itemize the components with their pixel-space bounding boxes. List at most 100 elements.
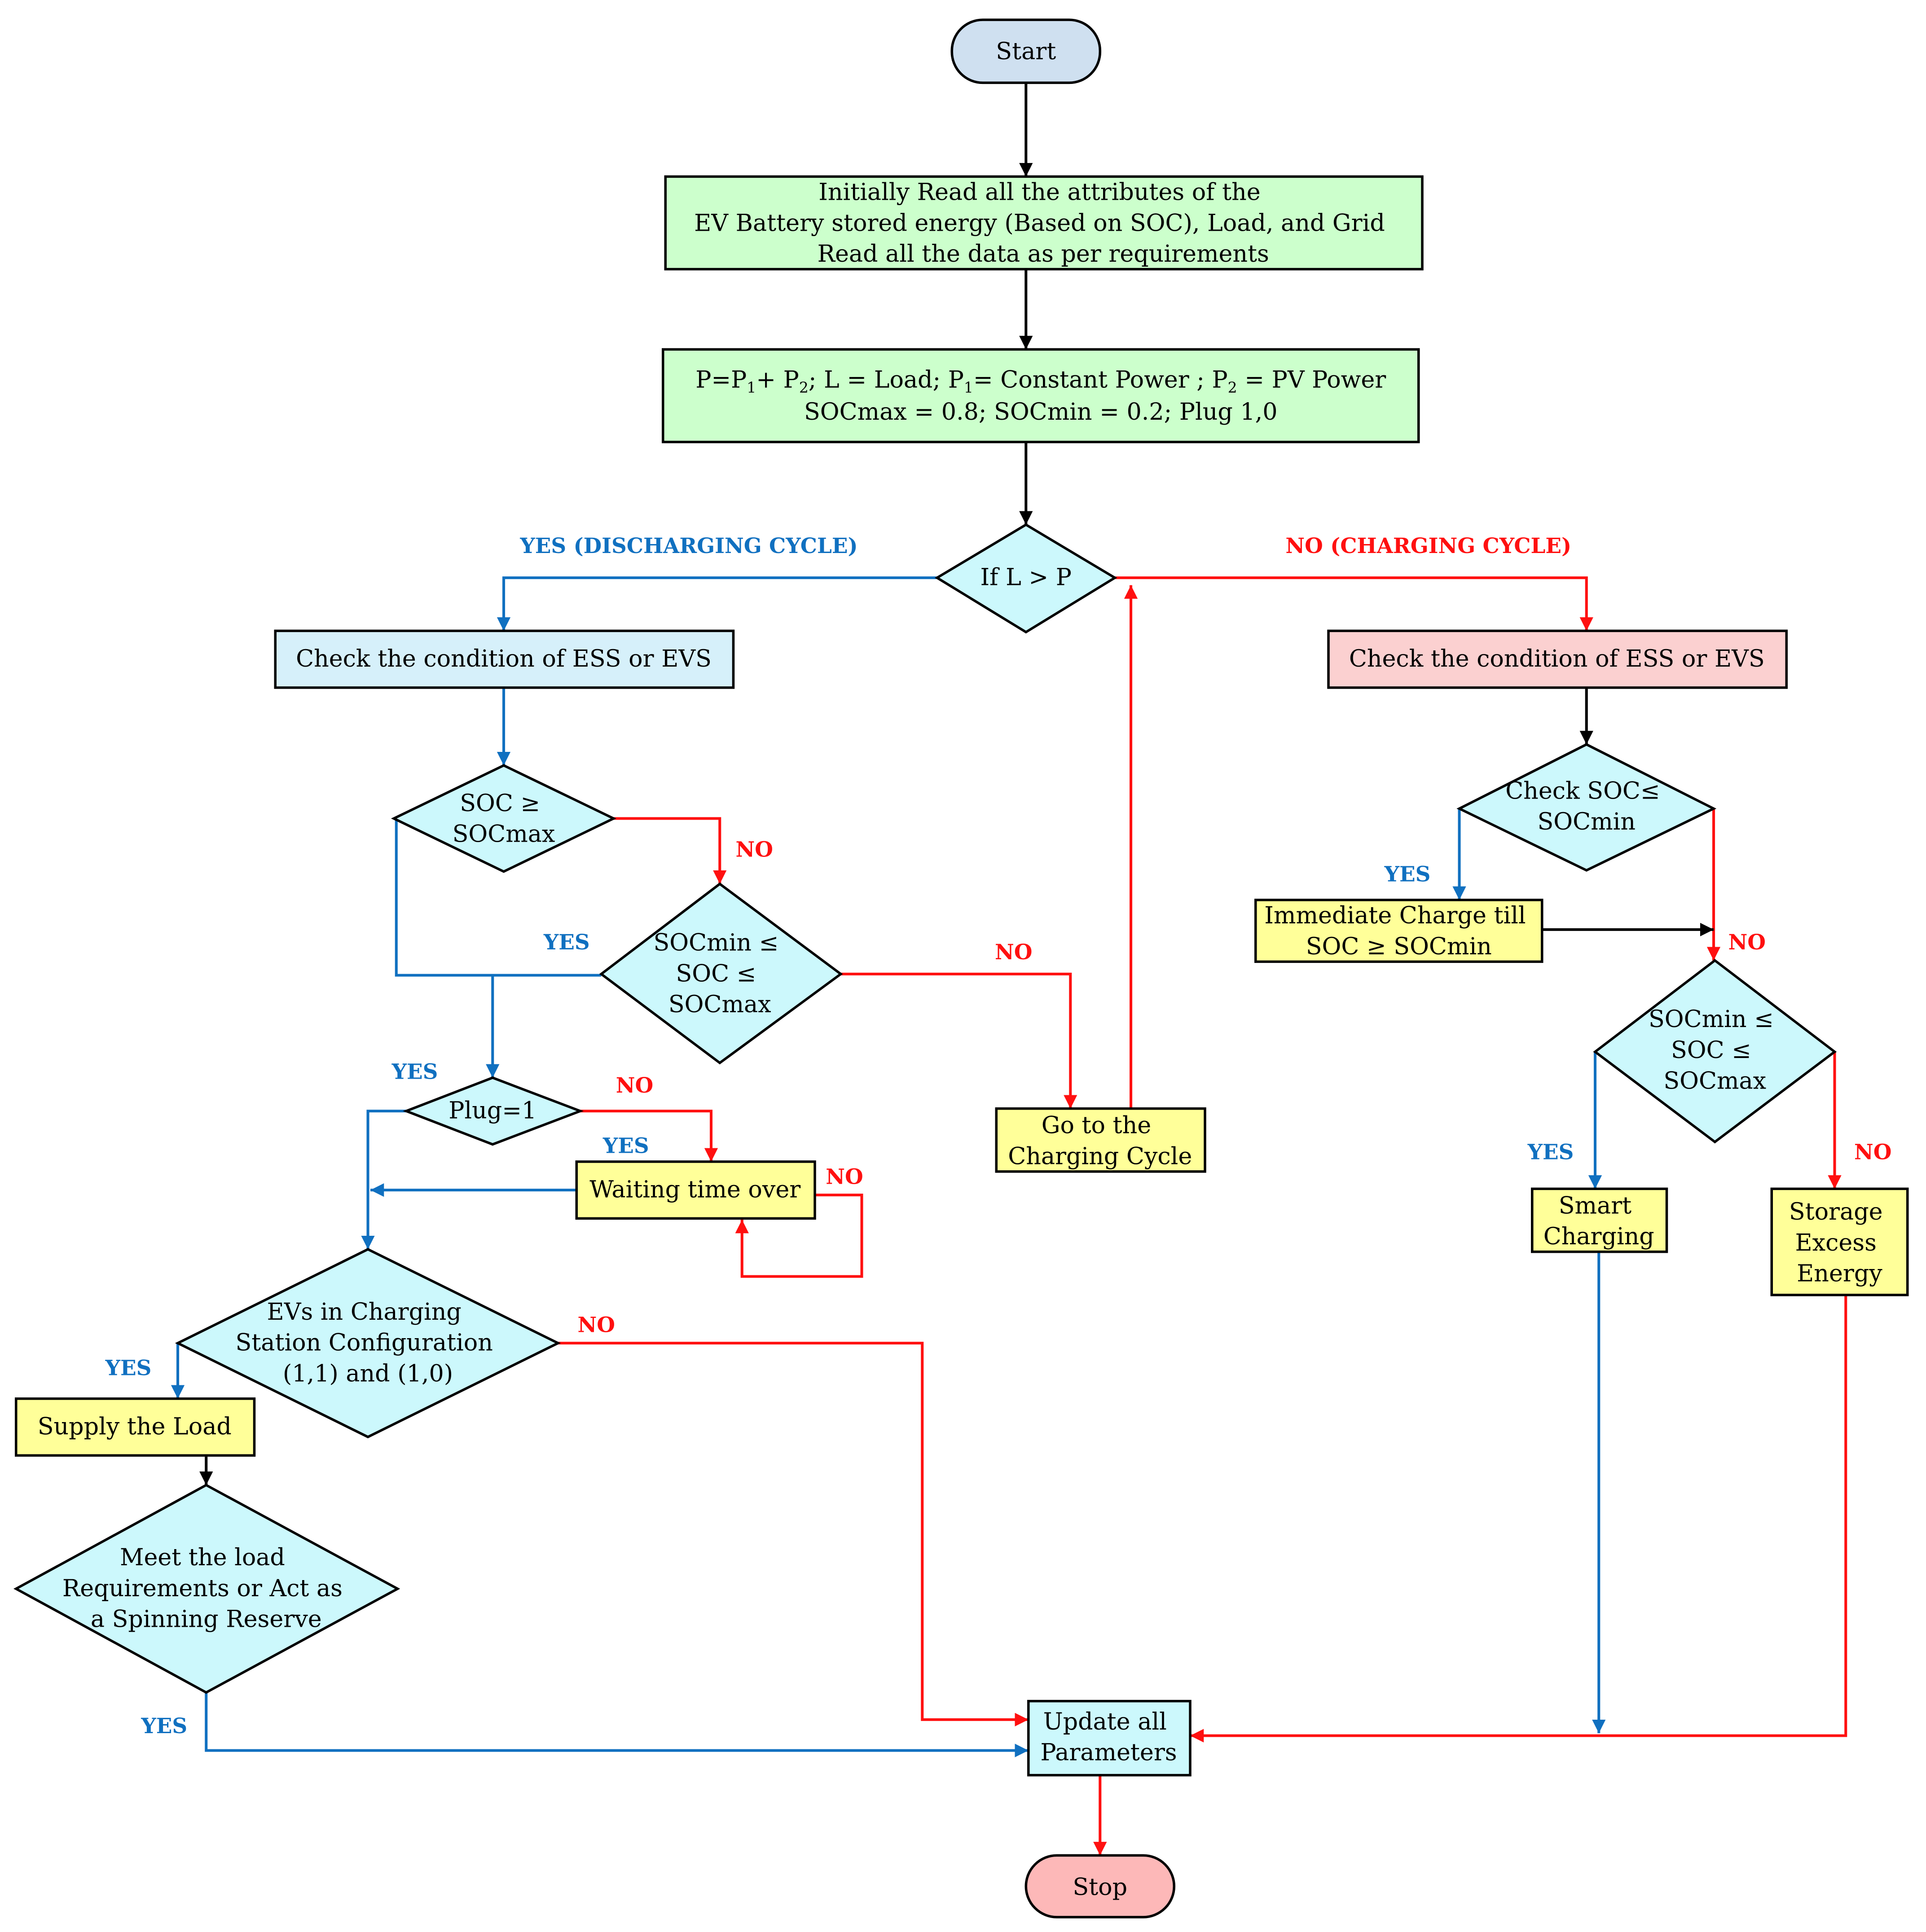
update-line-2: Parameters — [1040, 1739, 1177, 1766]
go-to-charging-line-2: Charging Cycle — [1008, 1143, 1192, 1170]
read-attributes-shape — [664, 175, 1424, 271]
storage-excess-line-2: Excess — [1795, 1229, 1876, 1256]
svg-text:Smart Charging: Smart Charging — [1543, 1192, 1654, 1250]
stop-shape — [1025, 1854, 1175, 1919]
label-no-to-charging: NO — [995, 940, 1032, 965]
waiting-time-label: Waiting time over — [589, 1177, 800, 1203]
label-no-charging: NO (CHARGING CYCLE) — [1285, 534, 1571, 558]
go-to-charging-line-1: Go to the — [1042, 1112, 1151, 1139]
svg-text:SOC ≥ SOCmax: SOC ≥ SOCmax — [453, 790, 555, 848]
immediate-charge-box: Immediate Charge till SOC ≥ SOCmin — [1254, 899, 1543, 963]
waiting-time-shape — [575, 1160, 816, 1220]
smart-charging-line-2: Charging — [1543, 1223, 1654, 1250]
label-yes-smart: YES — [1527, 1140, 1574, 1164]
soc-range-right-line-3: SOCmax — [1663, 1068, 1766, 1095]
svg-text:Check the condition of ESS or: Check the condition of ESS or EVS — [1349, 645, 1765, 672]
stop-label: Stop — [1073, 1874, 1127, 1901]
svg-text:SOCmax = 0.8; SOCmin = 0.2; P: SOCmax = 0.8; SOCmin = 0.2; Plug 1,0 — [804, 399, 1278, 426]
start-terminal: Start — [950, 18, 1101, 84]
check-right-label: Check the condition of ESS or EVS — [1349, 645, 1765, 672]
immediate-charge-line-1: Immediate Charge till — [1264, 902, 1526, 929]
check-soc-min-line-2: SOCmin — [1537, 808, 1636, 835]
arrow-socmax-no — [613, 817, 727, 884]
plug-label: Plug=1 — [449, 1098, 536, 1124]
label-yes-discharging: YES (DISCHARGING CYCLE) — [519, 534, 857, 558]
soc-range-right-decision: SOCmin ≤ SOC ≤ SOCmax — [1593, 959, 1837, 1144]
smart-charging-line-1: Smart — [1559, 1192, 1631, 1219]
soc-ge-socmax-shape — [391, 764, 617, 873]
immediate-charge-line-2: SOC ≥ SOCmin — [1306, 933, 1492, 960]
label-yes-left-mid: YES — [543, 930, 590, 955]
svg-text:Plug=1: Plug=1 — [449, 1098, 536, 1124]
arrow-waiting-no-loop — [735, 1194, 863, 1278]
soc-range-right-line-2: SOC ≤ — [1671, 1037, 1751, 1064]
if-l-gt-p-shape — [934, 523, 1117, 634]
label-yes-waiting: YES — [602, 1134, 649, 1159]
soc-range-left-line-2: SOC ≤ — [676, 960, 756, 987]
storage-excess-line-1: Storage — [1789, 1199, 1883, 1225]
read-line-3: Read all the data as per requirements — [818, 241, 1269, 268]
supply-load-label: Supply the Load — [38, 1414, 232, 1440]
svg-text:Immediate Charge till SO: Immediate Charge till SOC ≥ SOCmin — [1264, 902, 1533, 960]
go-to-charging-shape — [995, 1107, 1206, 1173]
soc-ge-socmax-line-2: SOCmax — [453, 821, 555, 848]
start-label: Start — [996, 38, 1056, 65]
go-to-charging-box: Go to the Charging Cycle — [995, 1107, 1206, 1173]
soc-range-left-line-3: SOCmax — [668, 991, 771, 1018]
waiting-time-box: Waiting time over — [575, 1160, 816, 1220]
read-line-2: EV Battery stored energy (Based on SOC),… — [694, 210, 1385, 237]
check-condition-right-box: Check the condition of ESS or EVS — [1327, 629, 1788, 689]
soc-ge-socmax-decision: SOC ≥ SOCmax — [391, 764, 617, 873]
label-yes-evconfig: YES — [105, 1356, 152, 1381]
check-right-shape — [1327, 629, 1788, 689]
meet-load-shape — [13, 1484, 400, 1694]
soc-range-right-shape — [1593, 959, 1837, 1144]
ev-config-line-2: Station Configuration — [236, 1330, 493, 1357]
check-soc-min-decision: Check SOC≤ SOCmin — [1456, 743, 1717, 872]
soc-range-left-line-1: SOCmin ≤ — [653, 930, 778, 957]
supply-load-box: Supply the Load — [15, 1397, 256, 1457]
svg-text:Update all Parameters: Update all Parameters — [1040, 1708, 1177, 1766]
arrow-meetload-yes — [205, 1692, 1029, 1757]
if-l-gt-p-decision: If L > P — [934, 523, 1117, 634]
arrow-socmax-yes-loop — [395, 818, 602, 977]
parameters-line-1: P=P1+ P2; L = Load; P1= Constant Power ;… — [695, 367, 1386, 396]
label-yes-meetload: YES — [141, 1714, 187, 1739]
svg-text:Check the condition of ESS or: Check the condition of ESS or EVS — [296, 645, 712, 672]
label-no-socmax: NO — [736, 838, 773, 862]
check-condition-left-box: Check the condition of ESS or EVS — [274, 629, 735, 689]
smart-charging-shape — [1531, 1187, 1668, 1253]
arrow-no-charging — [1115, 576, 1593, 631]
parameters-line-2: SOCmax = 0.8; SOCmin = 0.2; Plug 1,0 — [804, 399, 1278, 426]
arrow-evconfig-no — [558, 1342, 1029, 1726]
arrow-plug-no — [580, 1110, 718, 1162]
svg-text:EVs in Charging Station: EVs in Charging Station Configuration (1… — [236, 1299, 501, 1388]
if-l-gt-p-label: If L > P — [981, 564, 1072, 591]
parameters-shape — [662, 348, 1420, 443]
storage-excess-line-3: Energy — [1797, 1260, 1882, 1287]
check-left-label: Check the condition of ESS or EVS — [296, 645, 712, 672]
label-no-storage: NO — [1854, 1140, 1891, 1164]
arrow-yes-discharging — [497, 576, 937, 631]
label-no-plug: NO — [616, 1073, 653, 1098]
immediate-charge-shape — [1254, 899, 1543, 963]
svg-text:SOCmin ≤ SOC ≤ SOC: SOCmin ≤ SOC ≤ SOCmax — [653, 930, 786, 1019]
soc-range-left-shape — [599, 882, 843, 1065]
svg-text:Supply the Load: Supply the Load — [38, 1414, 232, 1440]
check-soc-min-line-1: Check SOC≤ — [1505, 777, 1660, 804]
arrow-storage-to-update — [1190, 1295, 1847, 1743]
stop-terminal: Stop — [1025, 1854, 1175, 1919]
meet-load-line-3: a Spinning Reserve — [91, 1606, 322, 1633]
arrow-plug-yes — [361, 1110, 406, 1250]
ev-config-decision: EVs in Charging Station Configuration (1… — [175, 1248, 561, 1439]
update-parameters-box: Update all Parameters — [1027, 1699, 1192, 1777]
label-yes-plug: YES — [391, 1060, 438, 1085]
ev-config-line-1: EVs in Charging — [267, 1299, 462, 1326]
ev-config-shape — [175, 1248, 561, 1439]
soc-range-left-decision: SOCmin ≤ SOC ≤ SOCmax — [599, 882, 843, 1065]
supply-load-shape — [15, 1397, 256, 1457]
parameters-box: P=P1+ P2; L = Load; P1= Constant Power ;… — [662, 348, 1420, 443]
ev-config-line-3: (1,1) and (1,0) — [283, 1360, 453, 1387]
storage-excess-shape — [1770, 1187, 1909, 1296]
